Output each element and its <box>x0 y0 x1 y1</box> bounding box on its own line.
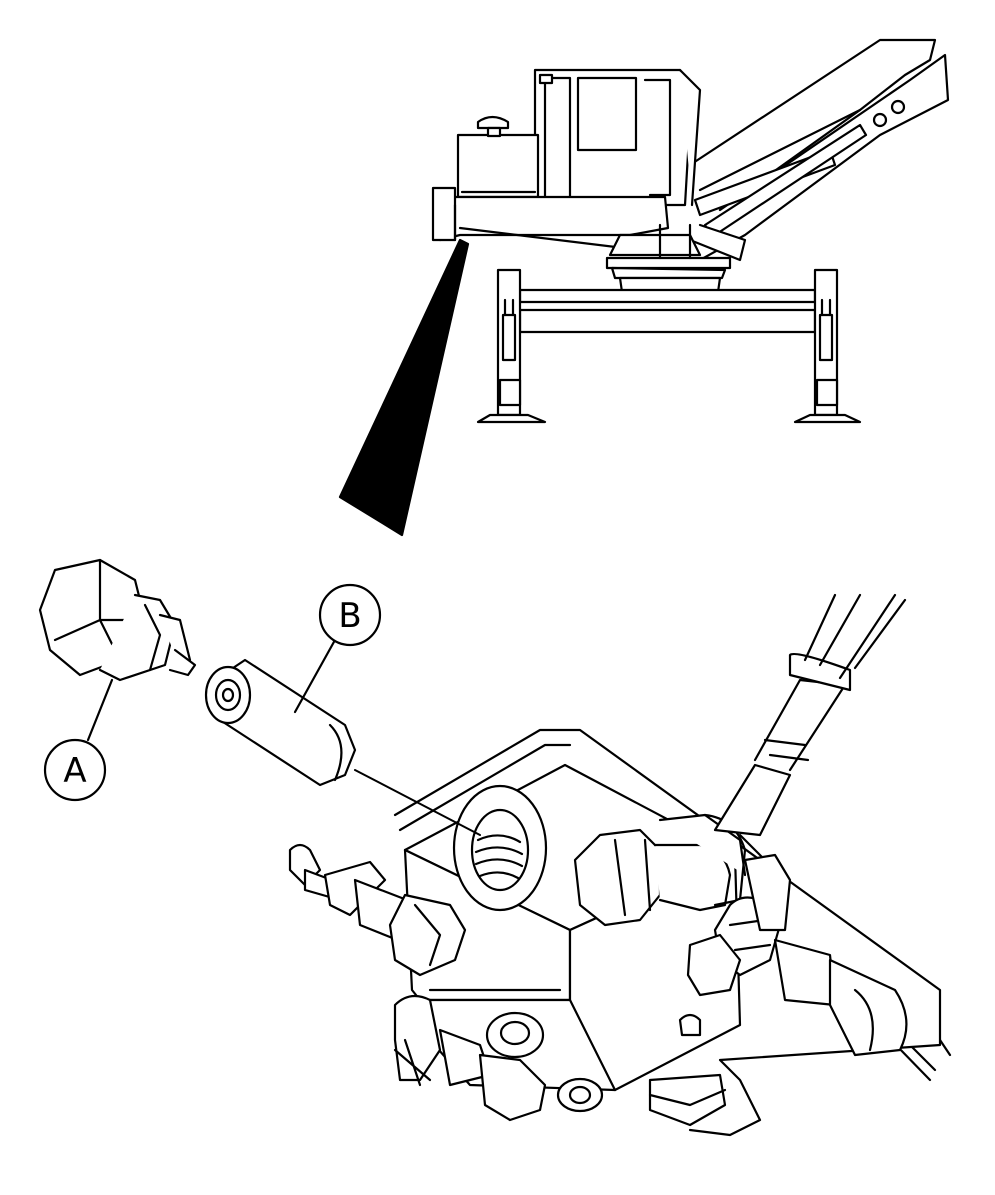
detail-pointer <box>338 238 470 537</box>
callout-a-leader <box>86 678 114 742</box>
callout-b-label: B <box>338 596 361 636</box>
elbow-fitting <box>573 593 907 927</box>
carrier-frame <box>476 268 862 424</box>
bottom-fittings <box>393 994 727 1127</box>
filter-cartridge-part-b <box>204 658 357 787</box>
callout-a-label: A <box>63 751 86 791</box>
machine-overview-icon <box>338 38 950 537</box>
callout-b-leader <box>293 638 337 714</box>
callout-b: B <box>293 583 382 714</box>
turntable <box>605 223 732 294</box>
valve-block-icon <box>38 558 952 1137</box>
install-axis-line <box>354 769 481 836</box>
engine-housing <box>456 115 540 199</box>
callout-a-circle <box>43 738 107 802</box>
relief-valve <box>288 843 467 977</box>
plug-part-a <box>38 558 197 682</box>
callout-a: A <box>43 678 114 802</box>
cab <box>533 68 702 207</box>
boom <box>688 38 950 262</box>
callout-b-circle <box>318 583 382 647</box>
side-fittings <box>686 853 908 1057</box>
